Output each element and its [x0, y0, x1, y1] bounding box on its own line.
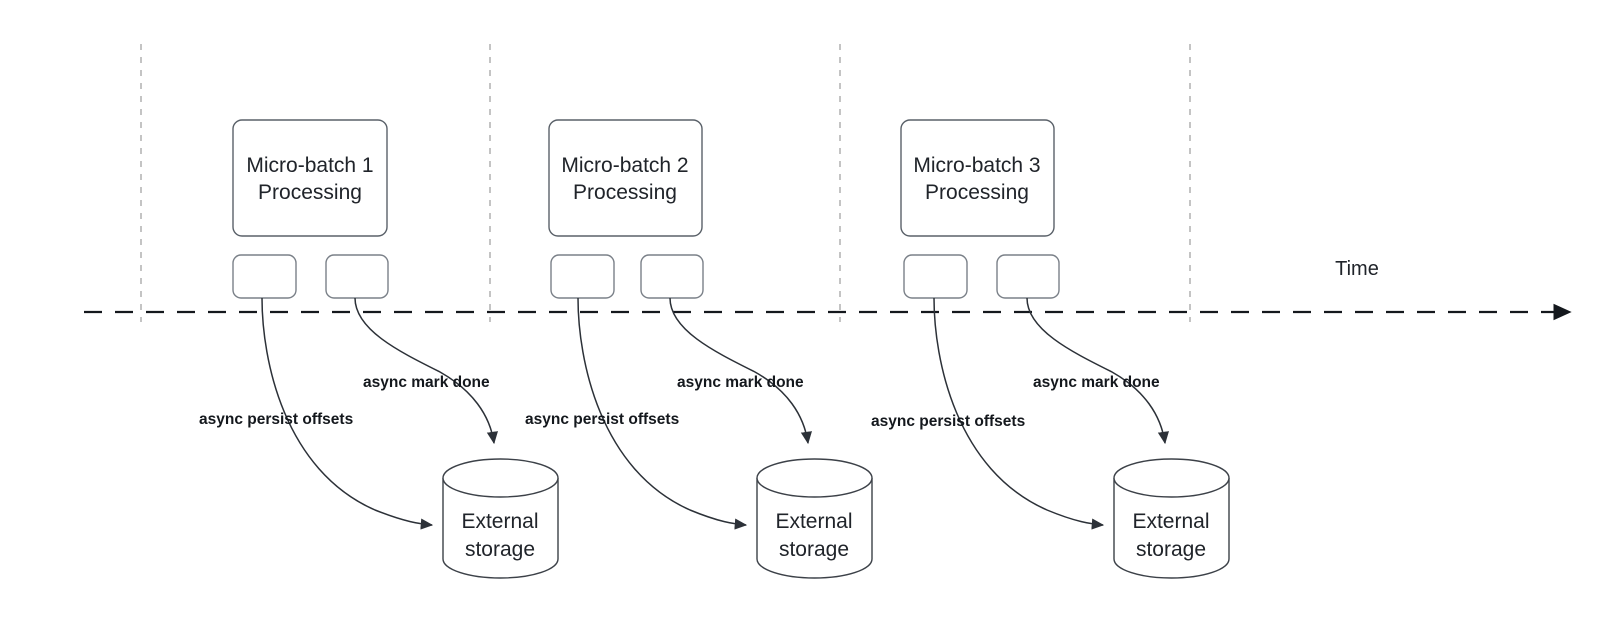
external-storage-label-3-line2: storage: [1136, 538, 1206, 561]
edge-label-persist-offsets-2: async persist offsets: [525, 411, 679, 428]
micro-batch-task-box-3b[interactable]: [996, 254, 1060, 299]
edge-mark-done-2: [669, 297, 812, 445]
external-storage-label-2-line2: storage: [779, 538, 849, 561]
micro-batch-task-box-2a[interactable]: [550, 254, 615, 299]
external-storage-label-3-line1: External: [1132, 510, 1209, 533]
edge-mark-done-1: [354, 297, 498, 445]
micro-batch-box-3[interactable]: [900, 119, 1055, 237]
micro-batch-box-2[interactable]: [548, 119, 703, 237]
edge-label-persist-offsets-3: async persist offsets: [871, 413, 1025, 430]
external-storage-label-1-line2: storage: [465, 538, 535, 561]
edge-label-persist-offsets-1: async persist offsets: [199, 411, 353, 428]
edge-mark-done-3: [1026, 297, 1169, 445]
edge-label-mark-done-2: async mark done: [677, 374, 804, 391]
micro-batch-label-1-line2: Processing: [258, 181, 362, 204]
micro-batch-label-1-line1: Micro-batch 1: [246, 154, 373, 177]
micro-batch-label-3-line2: Processing: [925, 181, 1029, 204]
micro-batch-box-1[interactable]: [232, 119, 388, 237]
micro-batch-task-box-1a[interactable]: [232, 254, 297, 299]
edge-persist-offsets-3: [933, 297, 1105, 530]
edge-label-mark-done-1: async mark done: [363, 374, 490, 391]
external-storage-cylinder-2[interactable]: [756, 458, 873, 579]
micro-batch-task-box-2b[interactable]: [640, 254, 704, 299]
external-storage-cylinder-3[interactable]: [1113, 458, 1230, 579]
external-storage-label-2-line1: External: [775, 510, 852, 533]
micro-batch-label-2-line2: Processing: [573, 181, 677, 204]
micro-batch-label-3-line1: Micro-batch 3: [913, 154, 1040, 177]
micro-batch-task-box-1b[interactable]: [325, 254, 389, 299]
time-axis-label: Time: [1335, 258, 1379, 280]
edge-persist-offsets-1: [261, 297, 434, 530]
external-storage-cylinder-1[interactable]: [442, 458, 559, 579]
micro-batch-task-box-3a[interactable]: [903, 254, 968, 299]
edge-label-mark-done-3: async mark done: [1033, 374, 1160, 391]
edge-persist-offsets-2: [577, 297, 748, 530]
external-storage-label-1-line1: External: [461, 510, 538, 533]
micro-batch-label-2-line1: Micro-batch 2: [561, 154, 688, 177]
